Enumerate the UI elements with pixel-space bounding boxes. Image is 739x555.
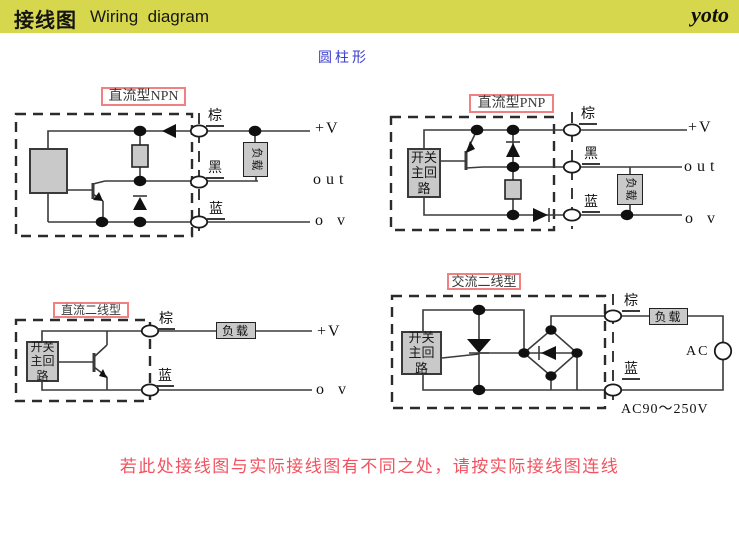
- dc2-load-box: 负载: [216, 322, 256, 339]
- page-title-zh: 接线图: [14, 10, 77, 32]
- ac2-load-box: 负载: [649, 308, 688, 325]
- pnp-rail-plus-v: +V: [688, 119, 713, 136]
- npn-circuit: [14, 112, 310, 238]
- dc2-load-label: 负载: [221, 323, 250, 338]
- npn-junction-dots: [95, 125, 262, 228]
- ac2-wire-blue-label: 蓝: [622, 362, 640, 381]
- dc2-wire-blue-label: 蓝: [156, 369, 174, 388]
- header-bar: [0, 0, 739, 33]
- ac2-switch-label: 开关主回路: [408, 329, 435, 376]
- npn-dashed-enclosure: [14, 112, 194, 238]
- ac2-switch-block: 开关主回路: [401, 329, 442, 376]
- npn-title: 直流型NPN: [108, 88, 179, 104]
- dc2-title-box: 直流二线型: [53, 302, 129, 318]
- ac2-title: 交流二线型: [451, 274, 517, 289]
- pnp-dashed-enclosure: [389, 115, 556, 232]
- dc2-switch-label: 开关主回路: [30, 339, 55, 383]
- ac2-voltage-range: AC90～250V: [621, 402, 709, 417]
- ac2-thyristor: [467, 339, 491, 353]
- ac2-terminals: [603, 309, 623, 397]
- ac2-load-label: 负载: [654, 309, 683, 324]
- npn-wire-arrow: [162, 124, 176, 138]
- ac2-source-label: AC: [686, 344, 710, 359]
- dc2-wire-brown-label: 棕: [157, 312, 175, 331]
- pnp-title: 直流型PNP: [477, 95, 546, 111]
- ac-source-circle: [713, 341, 733, 361]
- pnp-load-box: 负载: [617, 174, 643, 205]
- subtitle-shape-type: 圆柱形: [318, 51, 369, 66]
- pnp-wire-brown-label: 棕: [579, 107, 597, 126]
- dc2-switch-block: 开关主回路: [26, 339, 59, 383]
- pnp-switch-block: 开关主回路: [407, 148, 441, 198]
- npn-rail-zero-v: o v: [315, 212, 350, 229]
- npn-title-box: 直流型NPN: [101, 87, 186, 106]
- ac2-bridge-diode: [541, 346, 556, 360]
- dc2-rail-plus-v: +V: [317, 323, 342, 340]
- pnp-diode: [506, 143, 520, 157]
- ac2-wire-brown-label: 棕: [622, 294, 640, 313]
- ac2-junction-dots: [472, 304, 583, 396]
- npn-wire-blue-label: 蓝: [207, 202, 225, 221]
- npn-load-box: 负载: [243, 142, 268, 177]
- pnp-resistor: [504, 179, 522, 200]
- npn-sensor-block: [29, 148, 68, 194]
- pnp-junction-dots: [470, 124, 634, 221]
- pnp-title-box: 直流型PNP: [469, 94, 554, 113]
- npn-diode: [133, 197, 147, 210]
- dc2-emitter-arrow: [99, 369, 107, 378]
- dc2-rail-zero-v: o v: [316, 381, 351, 398]
- pnp-rail-zero-v: o v: [685, 210, 720, 227]
- npn-rail-plus-v: +V: [315, 120, 340, 137]
- pnp-bottom-diode: [533, 208, 548, 222]
- footer-warning-note: 若此处接线图与实际接线图有不同之处，请按实际接线图连线: [119, 457, 620, 476]
- page-title-en: Wiring diagram: [90, 7, 210, 26]
- pnp-terminals: [562, 123, 582, 222]
- pnp-circuit: [389, 112, 687, 232]
- brand-logo: yoto: [691, 2, 729, 27]
- pnp-rail-out: out: [684, 158, 720, 175]
- npn-load-label: 负载: [250, 147, 262, 172]
- ac2-dashed-enclosure: [390, 294, 607, 410]
- npn-terminals: [189, 124, 209, 229]
- pnp-emitter-arrow: [466, 141, 475, 153]
- ac2-circuit: [390, 294, 733, 410]
- pnp-switch-label: 开关主回路: [411, 149, 438, 196]
- npn-resistor: [131, 144, 149, 168]
- pnp-wire-black-label: 黑: [582, 147, 600, 166]
- dc2-terminals: [140, 324, 160, 397]
- pnp-load-label: 负载: [624, 177, 637, 202]
- ac2-title-box: 交流二线型: [447, 273, 521, 290]
- npn-rail-out: out: [313, 171, 349, 188]
- dc2-dashed-enclosure: [14, 318, 152, 403]
- npn-wire-brown-label: 棕: [206, 109, 224, 128]
- dc2-circuit: [14, 318, 312, 403]
- npn-emitter-arrow: [93, 192, 103, 201]
- pnp-wire-blue-label: 蓝: [582, 195, 600, 214]
- dc2-title: 直流二线型: [60, 303, 121, 317]
- npn-wire-black-label: 黑: [206, 161, 224, 180]
